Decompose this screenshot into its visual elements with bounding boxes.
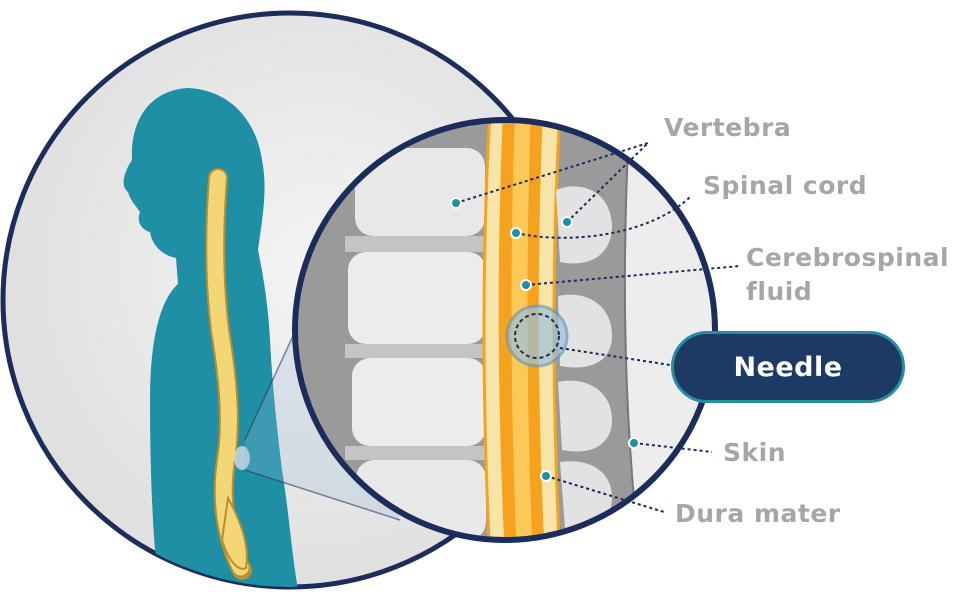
needle-badge: Needle bbox=[671, 331, 905, 403]
label-cerebrospinal-fluid: fluid bbox=[746, 277, 813, 306]
label-cerebrospinal: Cerebrospinal bbox=[746, 243, 950, 272]
spine-illustration bbox=[205, 168, 252, 580]
leader-lines bbox=[455, 142, 741, 513]
zoom-circle-border bbox=[292, 117, 718, 543]
zoom-connector-bottom bbox=[244, 469, 401, 521]
label-skin: Skin bbox=[723, 438, 786, 467]
label-needle: Needle bbox=[733, 351, 843, 383]
label-spinal-cord: Spinal cord bbox=[703, 171, 868, 200]
label-vertebra: Vertebra bbox=[664, 113, 792, 142]
label-dura-mater: Dura mater bbox=[675, 499, 841, 528]
leader-dots bbox=[450, 197, 640, 482]
human-silhouette bbox=[123, 88, 300, 587]
